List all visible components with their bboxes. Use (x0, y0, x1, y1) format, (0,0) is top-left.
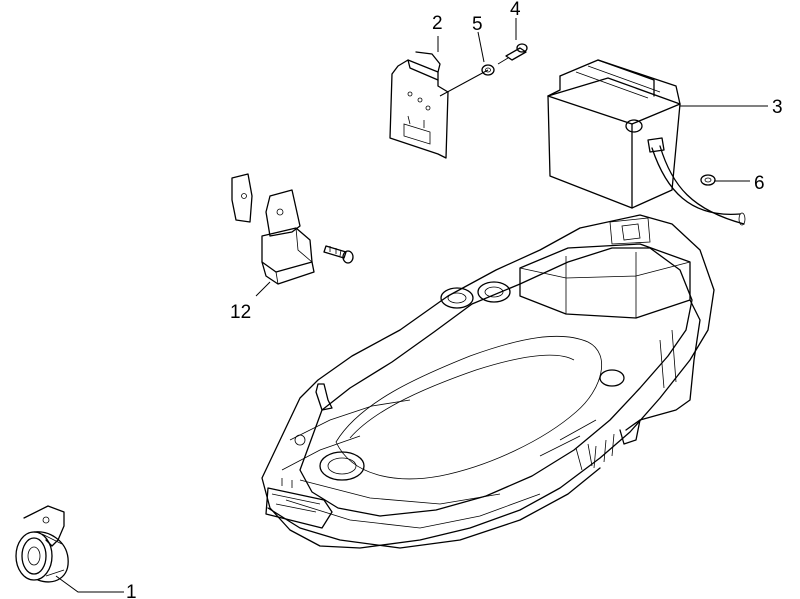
battery-bracket (389, 51, 449, 159)
callout-6: 6 (754, 173, 765, 194)
leader-1 (55, 575, 124, 593)
callout-1: 1 (126, 582, 137, 599)
battery (547, 59, 746, 226)
callout-4: 4 (510, 0, 521, 20)
callout-2: 2 (432, 13, 443, 34)
horn (15, 505, 69, 583)
callout-3: 3 (772, 97, 783, 118)
callouts: 1 2 3 4 5 6 12 (126, 0, 783, 599)
leader-2-arm (439, 69, 489, 97)
helmet-compartment (261, 214, 715, 549)
leader-12 (255, 281, 271, 297)
callout-12: 12 (230, 302, 251, 323)
leader-lines (55, 18, 768, 593)
screw (497, 43, 528, 65)
callout-5: 5 (472, 14, 483, 35)
leader-5 (477, 31, 485, 63)
battery-vent-hose-clip (700, 174, 716, 186)
relay (231, 173, 354, 285)
washer (481, 64, 495, 76)
